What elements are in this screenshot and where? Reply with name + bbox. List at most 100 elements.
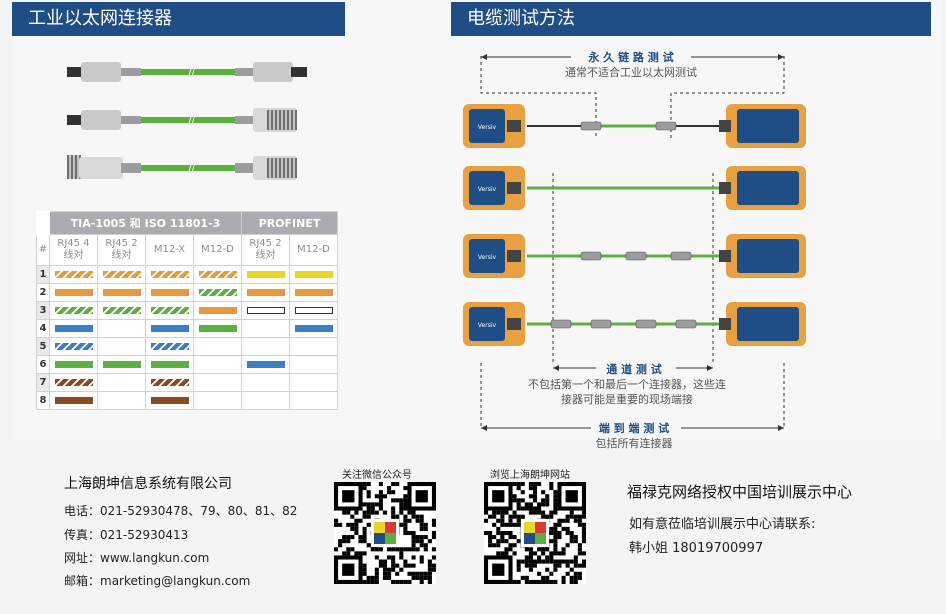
wechat-qr-code[interactable] [334,482,436,584]
pin-cell [145,373,194,392]
pin-cell [289,265,338,284]
striped-wire-swatch [54,271,93,278]
tester-brand-label: Versiv [478,322,497,329]
pin-number: 6 [36,355,50,374]
pin-cell [289,283,338,302]
table-row: 3 [36,301,338,320]
channel-note-2: 接器可能是重要的现场端接 [561,392,693,406]
cable-illustrations: // // // [67,62,307,180]
pin-number: 2 [36,283,50,302]
company-email[interactable]: 邮箱：marketing@langkun.com [64,574,251,588]
wechat-qr-label: 关注微信公众号 [342,470,412,481]
website-qr-code[interactable] [484,482,586,584]
pin-cell [241,373,290,392]
company-phone: 电话：021-52930478、79、80、81、82 [64,504,298,518]
table-row: 4 [36,319,338,338]
qr-logo [371,519,399,547]
tester-brand-label: Versiv [478,254,497,261]
pin-cell [193,391,242,410]
cable-rj45-m12: // [67,108,297,132]
column-header-line1: M12-D [297,244,330,255]
pin-cell [49,373,98,392]
permanent-link-left-bracket [480,56,597,138]
coupler [675,319,697,329]
pin-cell [241,283,290,302]
striped-wire-swatch [150,307,189,314]
solid-wire-swatch [102,361,141,368]
solid-wire-swatch [294,325,333,332]
pin-number: 3 [36,301,50,320]
solid-wire-swatch [150,325,189,332]
end-to-end-note: 包括所有连接器 [596,436,673,450]
pin-cell [241,265,290,284]
striped-wire-swatch [198,271,237,278]
solid-wire-swatch [246,271,285,278]
striped-wire-swatch [102,271,141,278]
qr-logo [521,519,549,547]
pin-cell [193,355,242,374]
solid-wire-swatch [54,325,93,332]
main-tester: Versiv [463,166,525,210]
column-header-line1: RJ45 4 [57,238,90,249]
solid-wire-swatch [150,397,189,404]
remote-tester [719,166,806,210]
pin-cell [145,391,194,410]
permanent-link-right-bracket [670,56,785,138]
pin-cell [97,373,146,392]
test-methods-title: 电缆测试方法 [467,8,575,29]
column-header-line2: 线对 [255,250,276,261]
tester-brand-label: Versiv [478,124,497,131]
pin-cell [289,373,338,392]
solid-wire-swatch [294,271,333,278]
channel-note-1: 不包括第一个和最后一个连接器，这些连 [528,377,726,391]
pin-cell [193,319,242,338]
pin-number: 5 [36,337,50,356]
row-number-header: # [36,234,50,266]
website-qr-label: 浏览上海朗坤网站 [490,470,570,481]
pin-cell [193,301,242,320]
solid-wire-swatch [246,289,285,296]
pin-cell [97,355,146,374]
pin-cell [193,337,242,356]
main-tester: Versiv [463,302,525,346]
pin-cell [241,391,290,410]
coupler [580,251,602,261]
pin-number: 1 [36,265,50,284]
pin-cell [145,319,194,338]
coupler [670,251,692,261]
pin-cell [97,301,146,320]
pin-number: 8 [36,391,50,410]
pinout-table: TIA-1005 和 ISO 11801-3 PROFINET # RJ45 4… [36,211,338,410]
solid-wire-swatch [54,361,93,368]
pin-cell [193,283,242,302]
test-setup-row: Versiv [463,166,806,210]
pin-cell [241,337,290,356]
pin-cell [97,319,146,338]
pin-cell [145,265,194,284]
column-header: M12-D [289,234,338,266]
coupler [635,319,657,329]
column-header: M12-X [145,234,194,266]
test-setup-row: Versiv [463,104,806,148]
pin-cell [97,283,146,302]
test-methods-diagram: 永 久 链 路 测 试 通常不适合工业以太网测试 通 道 测 试 不包括第一个和… [463,49,806,450]
solid-wire-swatch [150,361,189,368]
pin-number: 7 [36,373,50,392]
striped-wire-swatch [54,343,93,350]
tia-iso-group-header: TIA-1005 和 ISO 11801-3 [49,211,242,235]
white-wire-swatch [294,307,333,314]
solid-wire-swatch [294,289,333,296]
solid-wire-swatch [150,289,189,296]
column-header-line1: RJ45 2 [105,238,138,249]
striped-wire-swatch [54,307,93,314]
pin-cell [145,337,194,356]
coupler [590,319,612,329]
training-center-title: 福禄克网络授权中国培训展示中心 [627,483,853,501]
connectors-header: 工业以太网连接器 [12,2,345,36]
coupler [550,319,572,329]
company-website[interactable]: 网址：www.langkun.com [64,551,210,565]
remote-tester [719,234,806,278]
table-row: 1 [36,265,338,284]
main-tester: Versiv [463,104,525,148]
